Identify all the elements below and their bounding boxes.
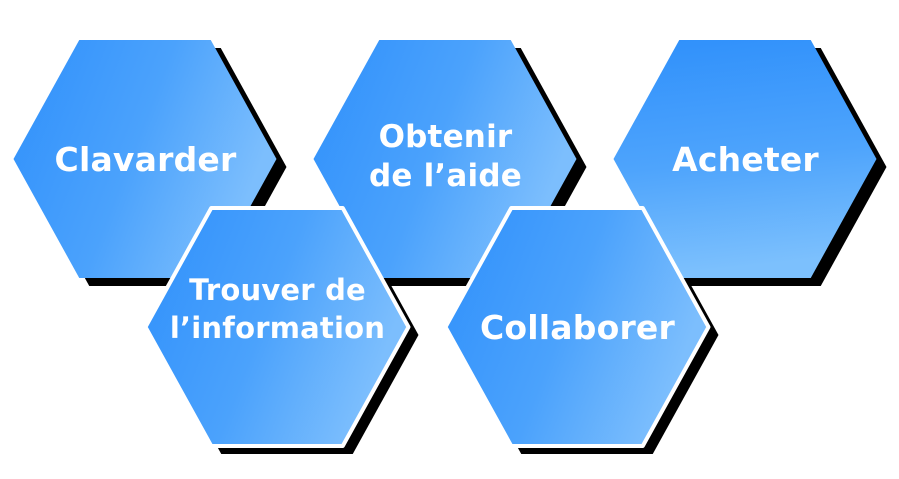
hexagon-cluster-graphic (13, 40, 887, 454)
diagram-canvas: Clavarder Obtenir de l’aide Acheter Trou… (13, 40, 887, 454)
